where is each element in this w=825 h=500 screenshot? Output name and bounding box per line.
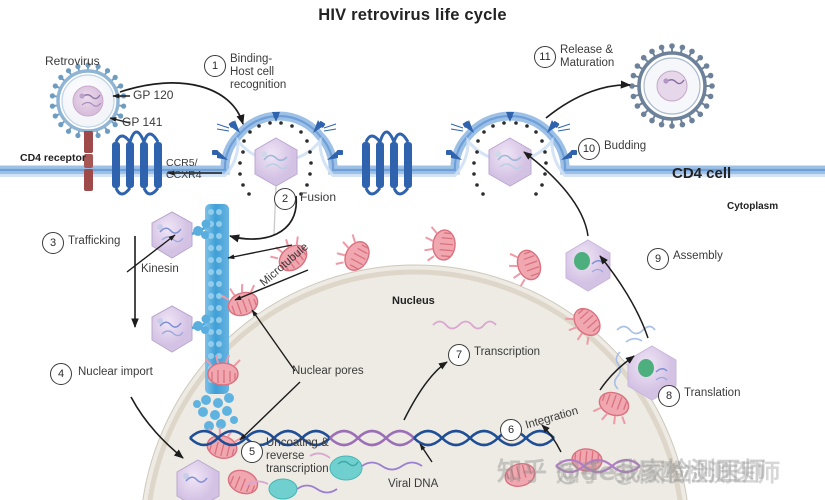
step-badge-3[interactable]: 3 (42, 232, 64, 254)
step-badge-9[interactable]: 9 (647, 248, 669, 270)
step-badge-6[interactable]: 6 (500, 419, 522, 441)
step-label-11: Release & Maturation (560, 44, 615, 70)
cd4-receptor (84, 131, 93, 191)
label-cd4-receptor: CD4 receptor (20, 152, 86, 164)
envelope-spikes-fusion (212, 112, 343, 160)
coreceptor-mid (362, 130, 412, 196)
step-label-4: Nuclear import (78, 366, 153, 378)
capsid-nuclear-import (176, 459, 220, 500)
process-arrows (119, 80, 649, 459)
label-kinesin: Kinesin (141, 263, 179, 275)
coreceptor-ccr5 (112, 130, 162, 196)
step-label-8: Translation (684, 387, 741, 399)
step-badge-7[interactable]: 7 (448, 344, 470, 366)
capsid-kinesin-lower (151, 305, 211, 353)
label-ccr5-ccxr4: CCR5/ CCXR4 (166, 157, 202, 182)
step-badge-2[interactable]: 2 (274, 188, 296, 210)
mrna-transcript (432, 320, 497, 330)
label-viral-dna: Viral DNA (388, 478, 439, 490)
step-label-9: Assembly (673, 250, 723, 262)
label-nucleus: Nucleus (392, 295, 435, 307)
viral-dna-free (555, 458, 641, 474)
budding-virion (446, 112, 577, 196)
step-label-5: Uncoating & reverse transcription (266, 437, 329, 476)
step-label-3: Trafficking (68, 235, 121, 247)
page-title: HIV retrovirus life cycle (318, 6, 507, 24)
microtubule-subunits-loose (193, 393, 238, 431)
step-badge-5[interactable]: 5 (241, 441, 263, 463)
step-badge-4[interactable]: 4 (50, 363, 72, 385)
label-gp120: GP 120 (133, 88, 174, 102)
step-label-10: Budding (604, 140, 647, 152)
label-retrovirus: Retrovirus (45, 54, 100, 68)
step-label-1: Binding- Host cell recognition (230, 53, 287, 92)
nuclear-pores (205, 226, 630, 495)
label-nuclear-pores: Nuclear pores (292, 365, 364, 377)
microtubule (193, 204, 238, 431)
mature-virion (629, 43, 715, 129)
annotation-leaders (109, 93, 433, 463)
label-cd4-cell: CD4 cell (672, 165, 732, 182)
retrovirus-particle (49, 62, 127, 150)
step-badge-1[interactable]: 1 (204, 55, 226, 77)
step-badge-10[interactable]: 10 (578, 138, 600, 160)
reverse-transcriptase-complex (245, 452, 423, 500)
capsid-kinesin-upper (151, 211, 211, 259)
step-label-2: Fusion (300, 190, 337, 204)
label-gp141: GP 141 (122, 115, 163, 129)
step-badge-11[interactable]: 11 (534, 46, 556, 68)
step-badge-8[interactable]: 8 (658, 385, 680, 407)
label-cytoplasm: Cytoplasm (727, 201, 779, 212)
capsid-assembled (565, 239, 611, 292)
mrna-exported (616, 325, 656, 335)
step-label-7: Transcription (474, 346, 541, 358)
fusion-capsid-dots (238, 121, 313, 196)
capsid-fusion (254, 137, 298, 236)
